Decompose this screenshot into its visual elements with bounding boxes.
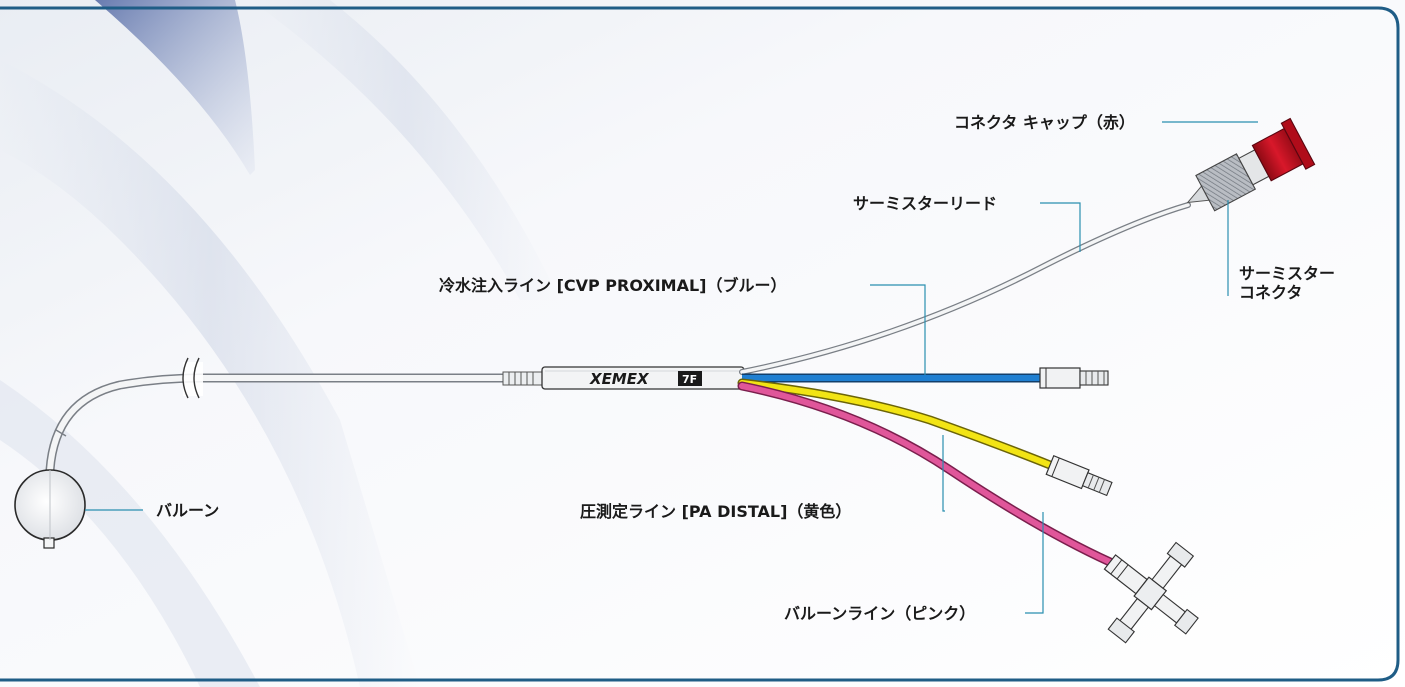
strain-relief — [502, 371, 544, 386]
label-thermistor-lead: サーミスターリード — [853, 194, 997, 213]
thermistor-connector — [1186, 149, 1270, 212]
cvp-luer-connector — [1039, 367, 1109, 389]
size-badge — [678, 371, 702, 386]
background-streak-dark — [95, 0, 255, 175]
tip-tube — [47, 375, 203, 543]
break-mark — [193, 357, 200, 399]
leader-thermistor-lead — [1040, 202, 1081, 252]
background-streak — [0, 60, 420, 687]
label-thermistor-connector-line1: サーミスター — [1239, 264, 1335, 283]
leader-balloon-line — [1025, 512, 1044, 614]
thermistor-lead — [740, 203, 1190, 374]
leader-pa-line — [942, 435, 945, 512]
break-mark — [182, 357, 189, 399]
background-streak — [250, 0, 560, 300]
label-balloon: バルーン — [156, 501, 219, 520]
leader-lines — [85, 121, 1258, 614]
balloon-line — [739, 383, 1113, 565]
background-streak — [0, 380, 260, 687]
label-cvp-line: 冷水注入ライン [CVP PROXIMAL]（ブルー） — [439, 276, 787, 295]
leader-cvp-line — [870, 284, 926, 375]
brand-name: XEMEX — [589, 370, 650, 388]
pa-luer-connector — [1045, 454, 1113, 497]
balloon-stopcock — [1103, 541, 1199, 644]
frame-border — [0, 6, 1400, 682]
size-badge-text: 7F — [682, 373, 697, 386]
connector-cap — [1251, 117, 1316, 182]
pa-line — [739, 380, 1053, 468]
break-gap — [183, 362, 203, 396]
label-pa-line: 圧測定ライン [PA DISTAL]（黄色） — [580, 502, 851, 521]
label-balloon-line: バルーンライン（ピンク） — [784, 604, 975, 623]
balloon-tip — [43, 537, 55, 549]
label-connector-cap: コネクタ キャップ（赤） — [954, 113, 1135, 132]
label-thermistor-connector-line2: コネクタ — [1239, 283, 1302, 302]
tip-tube-mark — [55, 429, 67, 437]
